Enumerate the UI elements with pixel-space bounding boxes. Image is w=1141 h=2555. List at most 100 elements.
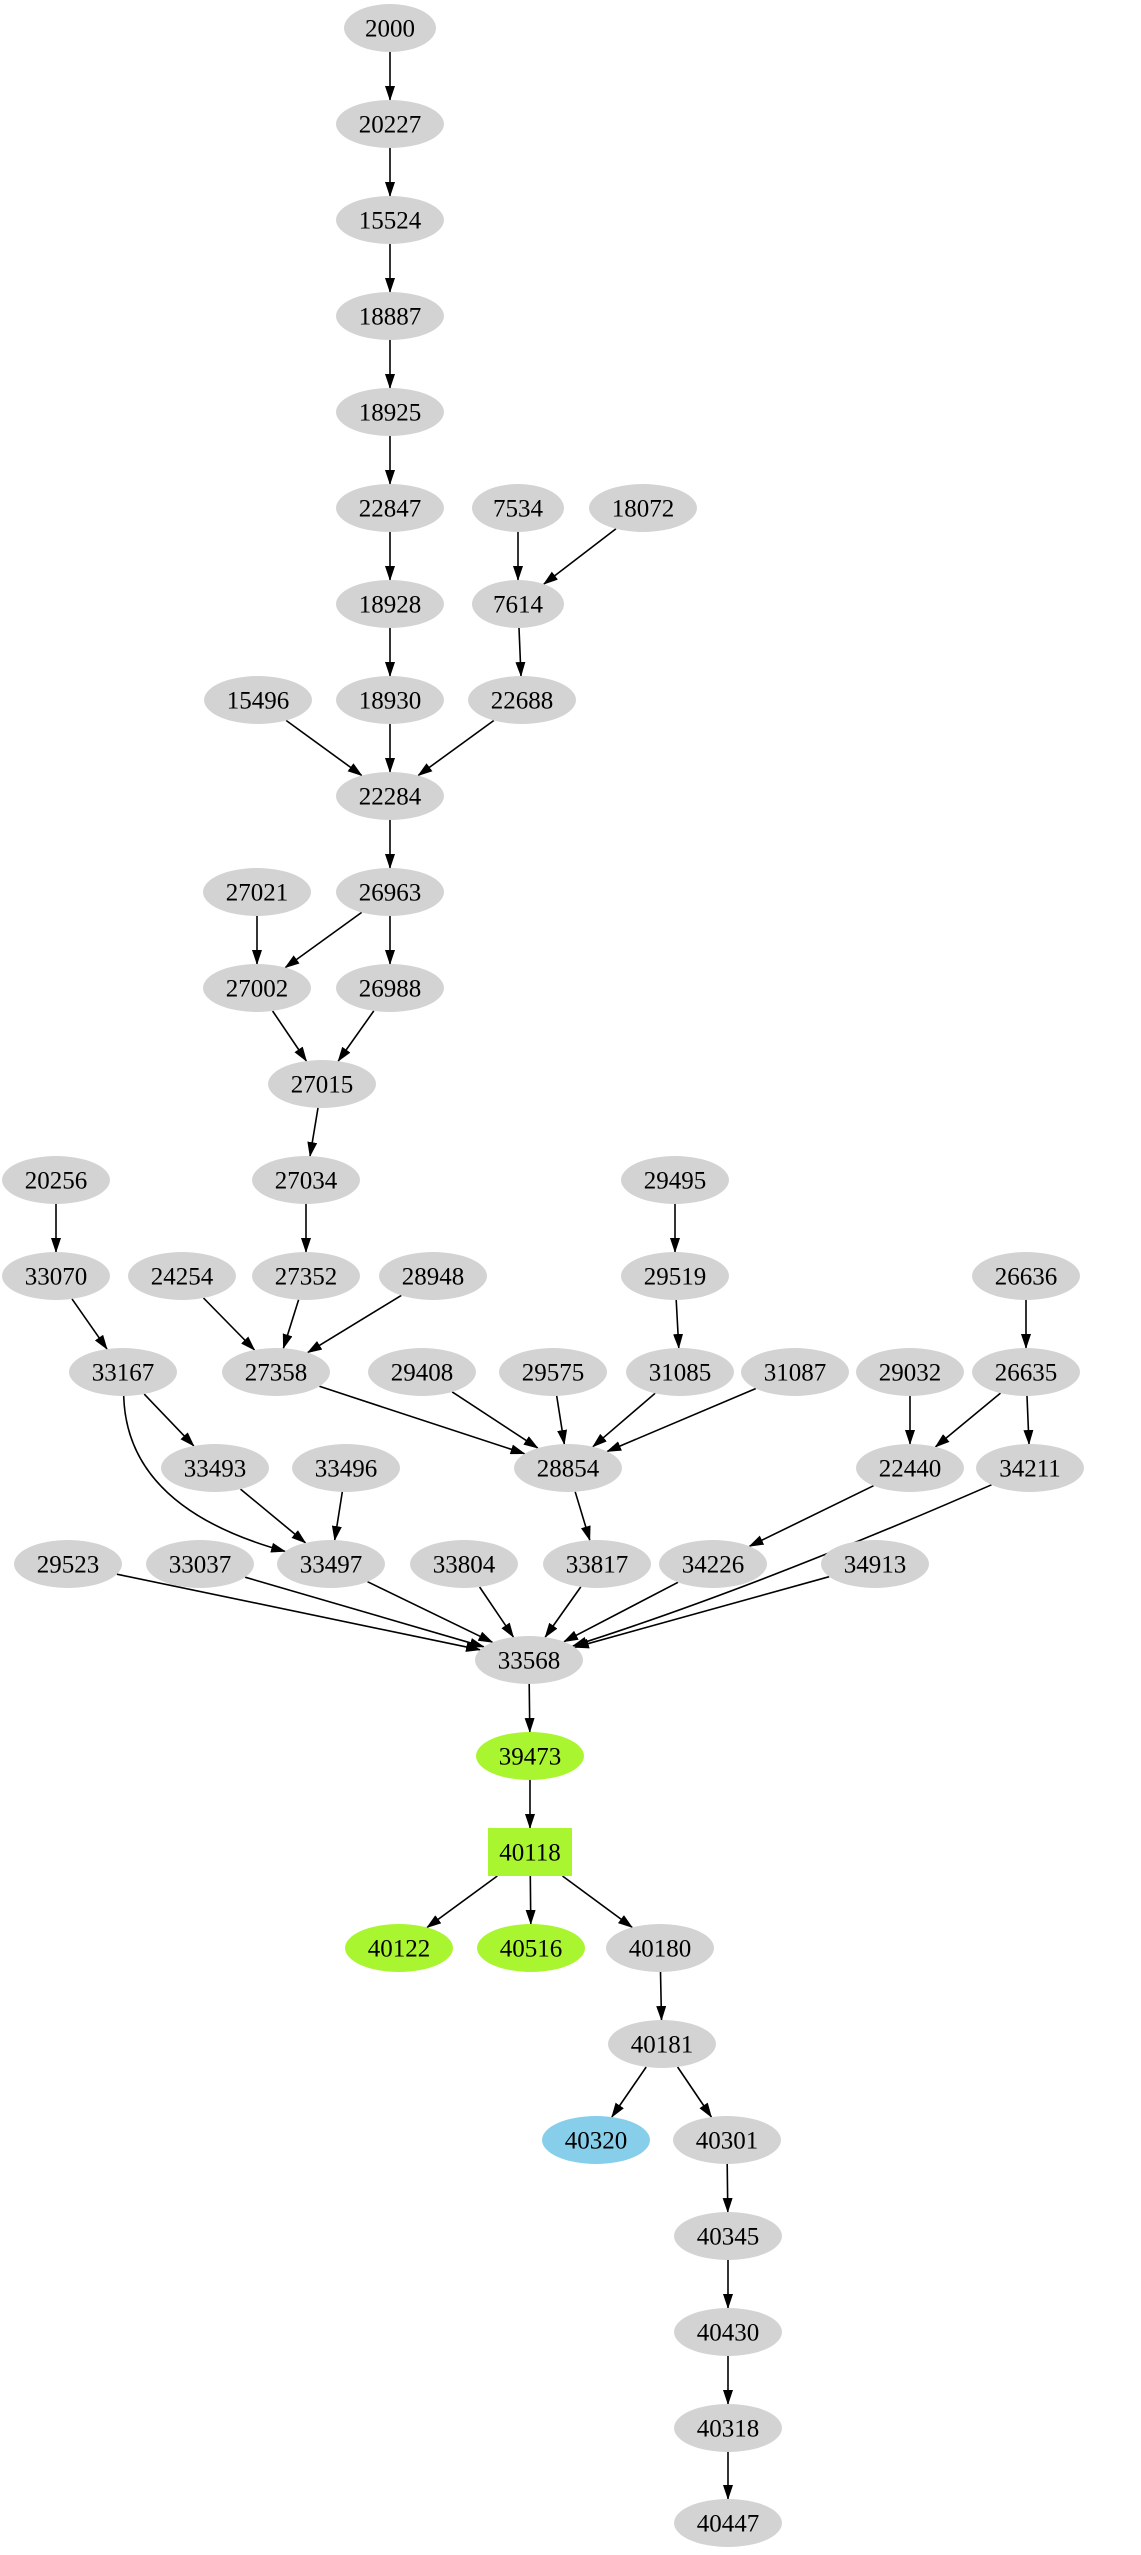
node-34913: 34913 <box>821 1540 929 1588</box>
edge-33167-33493 <box>143 1393 195 1447</box>
node-label-34226: 34226 <box>682 1552 745 1579</box>
node-label-27002: 27002 <box>226 976 289 1003</box>
node-label-40301: 40301 <box>696 2128 759 2155</box>
edge-27002-27015 <box>271 1010 308 1062</box>
node-shape-18930 <box>336 676 444 724</box>
edge-31085-28854 <box>592 1392 656 1448</box>
node-27002: 27002 <box>203 964 311 1012</box>
node-18930: 18930 <box>336 676 444 724</box>
node-26963: 26963 <box>336 868 444 916</box>
node-shape-28948 <box>379 1252 487 1300</box>
node-shape-40122 <box>345 1924 453 1972</box>
node-label-40430: 40430 <box>697 2320 760 2347</box>
node-22688: 22688 <box>468 676 576 724</box>
node-shape-33496 <box>292 1444 400 1492</box>
node-shape-18925 <box>336 388 444 436</box>
edge-27358-28854 <box>319 1385 526 1455</box>
node-label-40122: 40122 <box>368 1936 431 1963</box>
node-label-26963: 26963 <box>359 880 422 907</box>
node-shape-33568 <box>475 1636 583 1684</box>
node-shape-29495 <box>621 1156 729 1204</box>
node-31085: 31085 <box>626 1348 734 1396</box>
node-label-33496: 33496 <box>315 1456 378 1483</box>
node-shape-18928 <box>336 580 444 628</box>
node-shape-22688 <box>468 676 576 724</box>
node-18928: 18928 <box>336 580 444 628</box>
node-label-40345: 40345 <box>697 2224 760 2251</box>
node-label-7534: 7534 <box>493 496 544 523</box>
node-shape-40447 <box>674 2499 782 2547</box>
node-40118: 40118 <box>488 1828 572 1876</box>
node-29032: 29032 <box>856 1348 964 1396</box>
node-label-7614: 7614 <box>493 592 544 619</box>
node-shape-18072 <box>589 484 697 532</box>
node-shape-31085 <box>626 1348 734 1396</box>
node-27015: 27015 <box>268 1060 376 1108</box>
node-label-40181: 40181 <box>631 2032 694 2059</box>
node-shape-27034 <box>252 1156 360 1204</box>
node-label-33817: 33817 <box>566 1552 629 1579</box>
edge-40118-40180 <box>562 1875 634 1929</box>
edge-27352-27358 <box>282 1299 300 1350</box>
node-40320: 40320 <box>542 2116 650 2164</box>
node-label-40180: 40180 <box>629 1936 692 1963</box>
edges-layer <box>51 52 1034 2500</box>
node-39473: 39473 <box>476 1732 584 1780</box>
node-27358: 27358 <box>222 1348 330 1396</box>
node-label-29032: 29032 <box>879 1360 942 1387</box>
node-shape-15524 <box>336 196 444 244</box>
node-33070: 33070 <box>2 1252 110 1300</box>
node-shape-29032 <box>856 1348 964 1396</box>
node-7534: 7534 <box>472 484 564 532</box>
node-shape-33167 <box>69 1348 177 1396</box>
node-18887: 18887 <box>336 292 444 340</box>
node-shape-27002 <box>203 964 311 1012</box>
node-40122: 40122 <box>345 1924 453 1972</box>
node-34226: 34226 <box>659 1540 767 1588</box>
edge-40181-40301 <box>676 2066 713 2118</box>
node-shape-27352 <box>252 1252 360 1300</box>
node-shape-40180 <box>606 1924 714 1972</box>
node-shape-34913 <box>821 1540 929 1588</box>
node-label-26988: 26988 <box>359 976 422 1003</box>
node-20227: 20227 <box>336 100 444 148</box>
node-shape-27358 <box>222 1348 330 1396</box>
node-label-18928: 18928 <box>359 592 422 619</box>
node-label-22440: 22440 <box>879 1456 942 1483</box>
node-15524: 15524 <box>336 196 444 244</box>
node-label-40118: 40118 <box>499 1840 561 1867</box>
node-shape-15496 <box>204 676 312 724</box>
edge-40118-40516 <box>525 1875 536 1925</box>
node-shape-29575 <box>499 1348 607 1396</box>
node-26636: 26636 <box>972 1252 1080 1300</box>
edge-24254-27358 <box>202 1297 256 1351</box>
node-33497: 33497 <box>277 1540 385 1588</box>
node-7614: 7614 <box>472 580 564 628</box>
node-label-33497: 33497 <box>300 1552 363 1579</box>
node-33037: 33037 <box>146 1540 254 1588</box>
edge-26635-34211 <box>1023 1395 1034 1445</box>
node-label-28948: 28948 <box>402 1264 465 1291</box>
node-label-27034: 27034 <box>275 1168 338 1195</box>
node-shape-7614 <box>472 580 564 628</box>
edge-26988-27015 <box>337 1010 375 1062</box>
node-shape-33037 <box>146 1540 254 1588</box>
node-label-33804: 33804 <box>433 1552 496 1579</box>
node-label-2000: 2000 <box>365 16 415 43</box>
node-label-40516: 40516 <box>500 1936 563 1963</box>
node-label-15524: 15524 <box>359 208 422 235</box>
node-shape-22284 <box>336 772 444 820</box>
edge-18072-7614 <box>543 528 617 585</box>
node-27021: 27021 <box>203 868 311 916</box>
node-shape-26635 <box>972 1348 1080 1396</box>
node-shape-26988 <box>336 964 444 1012</box>
node-shape-40516 <box>477 1924 585 1972</box>
node-label-40447: 40447 <box>697 2511 760 2538</box>
node-29523: 29523 <box>14 1540 122 1588</box>
node-33568: 33568 <box>475 1636 583 1684</box>
edge-28854-33817 <box>574 1491 591 1542</box>
edge-29519-31085 <box>673 1299 684 1349</box>
node-28854: 28854 <box>514 1444 622 1492</box>
